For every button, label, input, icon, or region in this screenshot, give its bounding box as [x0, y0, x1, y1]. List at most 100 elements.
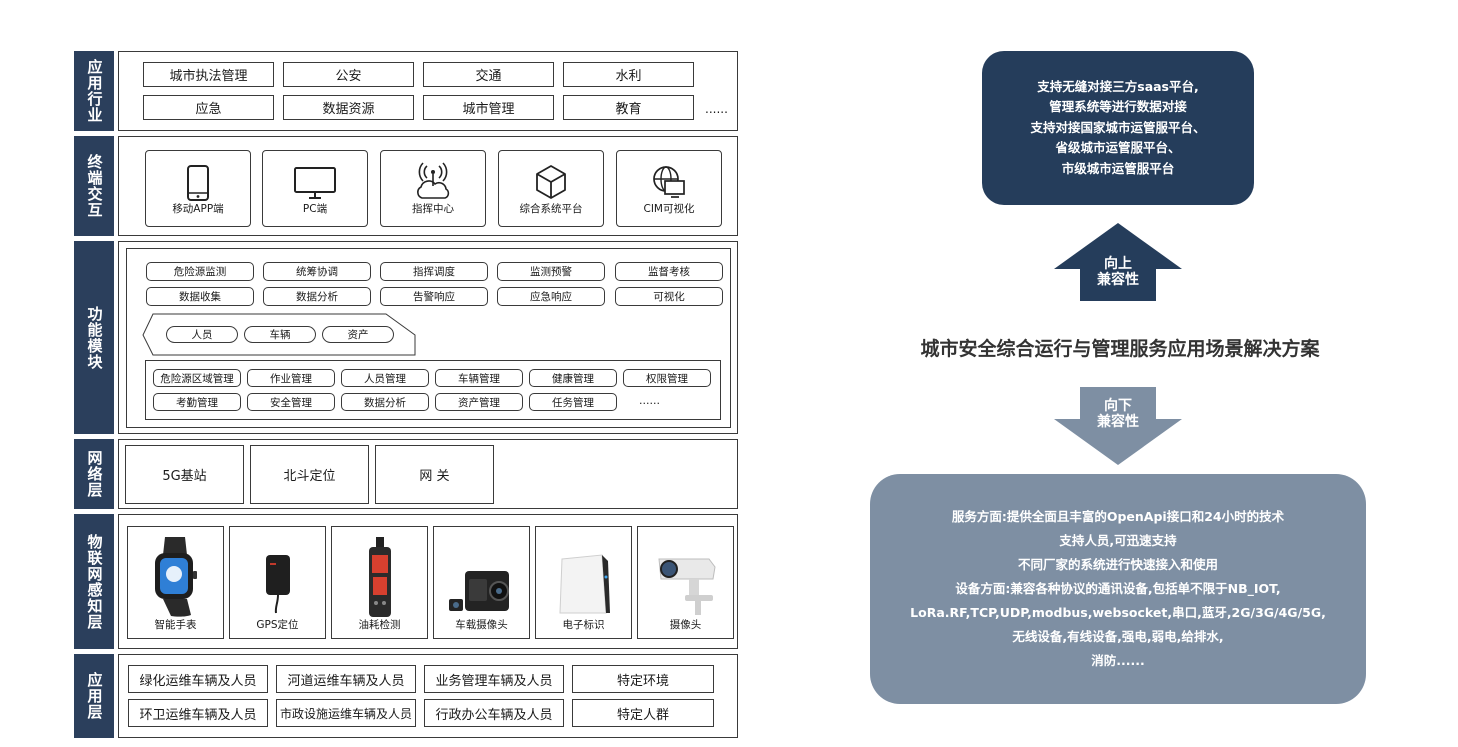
iot-card: 电子标识 — [535, 526, 632, 639]
cube-icon — [536, 165, 566, 199]
more-dots: ...... — [705, 102, 728, 116]
layer-label-function: 功能模块 — [74, 241, 114, 434]
management-item: 资产管理 — [435, 393, 523, 411]
terminal-label: 指挥中心 — [412, 203, 454, 215]
application-item: 行政办公车辆及人员 — [424, 699, 564, 727]
object-item: 车辆 — [244, 326, 316, 343]
top-box-line: 管理系统等进行数据对接 — [1049, 99, 1187, 115]
management-item: 任务管理 — [529, 393, 617, 411]
iot-card: 车载摄像头 — [433, 526, 530, 639]
solution-title: 城市安全综合运行与管理服务应用场景解决方案 — [920, 338, 1320, 360]
management-item: 车辆管理 — [435, 369, 523, 387]
function-item: 数据分析 — [263, 287, 371, 306]
bottom-box-line: 服务方面:提供全面且丰富的OpenApi接口和24小时的技术 — [951, 509, 1285, 524]
iot-label: 油耗检测 — [358, 619, 401, 631]
management-item: 权限管理 — [623, 369, 711, 387]
object-item: 人员 — [166, 326, 238, 343]
iot-body: 智能手表 GPS定位 油耗检测 — [118, 514, 738, 649]
industry-item: 应急 — [143, 95, 274, 120]
function-item: 应急响应 — [497, 287, 605, 306]
top-box-line: 市级城市运管服平台 — [1061, 160, 1175, 176]
management-item: 人员管理 — [341, 369, 429, 387]
application-item: 环卫运维车辆及人员 — [128, 699, 268, 727]
application-item: 特定环境 — [572, 665, 714, 693]
function-item: 监督考核 — [615, 262, 723, 281]
function-item: 可视化 — [615, 287, 723, 306]
layer-function: 功能模块 危险源监测 统筹协调 指挥调度 监测预警 监督考核 数据收集 数据分析… — [74, 241, 738, 434]
bottom-box-line: 支持人员,可迅速支持 — [1059, 533, 1177, 548]
iot-card: GPS定位 — [229, 526, 326, 639]
bottom-box-line: LoRa.RF,TCP,UDP,modbus,websocket,串口,蓝牙,2… — [910, 605, 1326, 620]
terminal-body: 移动APP端 PC端 指挥中心 — [118, 136, 738, 236]
iot-label: GPS定位 — [256, 619, 299, 631]
industry-item: 公安 — [283, 62, 414, 87]
function-body: 危险源监测 统筹协调 指挥调度 监测预警 监督考核 数据收集 数据分析 告警响应… — [118, 241, 738, 434]
terminal-card: 指挥中心 — [380, 150, 486, 227]
bottom-box-line: 不同厂家的系统进行快速接入和使用 — [1017, 557, 1218, 572]
iot-card: 油耗检测 — [331, 526, 428, 639]
layer-network: 网络层 5G基站 北斗定位 网 关 — [74, 439, 738, 509]
industry-item: 水利 — [563, 62, 694, 87]
function-item: 统筹协调 — [263, 262, 371, 281]
layer-label-iot: 物联网感知层 — [74, 514, 114, 649]
management-item: 考勤管理 — [153, 393, 241, 411]
terminal-label: CIM可视化 — [643, 203, 695, 215]
layer-terminal: 终端交互 移动APP端 PC端 — [74, 136, 738, 236]
mobile-phone-icon — [187, 165, 209, 201]
layer-label-application: 应用层 — [74, 654, 114, 738]
function-item: 告警响应 — [380, 287, 488, 306]
iot-label: 智能手表 — [154, 619, 197, 631]
industry-item: 城市执法管理 — [143, 62, 274, 87]
down-arrow-label: 向下 兼容性 — [1097, 398, 1139, 430]
gps-tracker-icon — [265, 555, 290, 614]
layer-label-terminal: 终端交互 — [74, 136, 114, 236]
globe-screen-icon — [653, 166, 685, 198]
more-dots: ...... — [639, 394, 660, 407]
rfid-tag-icon — [558, 554, 610, 614]
function-item: 危险源监测 — [146, 262, 254, 281]
upward-compatibility-box: 支持无缝对接三方saas平台, 管理系统等进行数据对接 支持对接国家城市运管服平… — [982, 51, 1254, 205]
terminal-card: 移动APP端 — [145, 150, 251, 227]
management-item: 数据分析 — [341, 393, 429, 411]
industry-item: 城市管理 — [423, 95, 554, 120]
management-item: 危险源区域管理 — [153, 369, 241, 387]
network-body: 5G基站 北斗定位 网 关 — [118, 439, 738, 509]
industry-item: 交通 — [423, 62, 554, 87]
monitor-icon — [294, 167, 336, 199]
function-item: 数据收集 — [146, 287, 254, 306]
cctv-camera-icon — [657, 558, 716, 615]
application-item: 特定人群 — [572, 699, 714, 727]
top-box-line: 支持无缝对接三方saas平台, — [1037, 78, 1199, 94]
function-item: 指挥调度 — [380, 262, 488, 281]
iot-label: 车载摄像头 — [455, 619, 508, 631]
application-item: 业务管理车辆及人员 — [424, 665, 564, 693]
fuel-detector-icon — [368, 537, 391, 617]
top-box-line: 省级城市运管服平台、 — [1055, 140, 1181, 156]
application-item: 绿化运维车辆及人员 — [128, 665, 268, 693]
terminal-label: PC端 — [302, 203, 328, 215]
object-item: 资产 — [322, 326, 394, 343]
network-item: 北斗定位 — [250, 445, 369, 504]
terminal-card: CIM可视化 — [616, 150, 722, 227]
application-item: 市政设施运维车辆及人员 — [276, 699, 416, 727]
layer-application: 应用层 绿化运维车辆及人员 河道运维车辆及人员 业务管理车辆及人员 特定环境 环… — [74, 654, 738, 738]
layer-label-network: 网络层 — [74, 439, 114, 509]
bottom-box-line: 设备方面:兼容各种协议的通讯设备,包括单不限于NB_IOT, — [955, 581, 1281, 596]
bottom-box-line: 消防...... — [1091, 653, 1145, 668]
down-arrow-icon — [1054, 387, 1182, 465]
iot-label: 电子标识 — [562, 619, 605, 631]
industry-item: 数据资源 — [283, 95, 414, 120]
up-arrow-label: 向上 兼容性 — [1097, 256, 1139, 288]
network-item: 5G基站 — [125, 445, 244, 504]
terminal-label: 综合系统平台 — [519, 203, 583, 215]
up-arrow-icon — [1054, 223, 1182, 301]
iot-label: 摄像头 — [669, 619, 702, 631]
terminal-label: 移动APP端 — [172, 203, 224, 215]
layer-iot: 物联网感知层 智能手表 GPS定位 — [74, 514, 738, 649]
terminal-card: PC端 — [262, 150, 368, 227]
smart-watch-icon — [154, 537, 197, 617]
network-item: 网 关 — [375, 445, 494, 504]
application-industry-body: 城市执法管理 公安 交通 水利 应急 数据资源 城市管理 教育 ...... — [118, 51, 738, 131]
bottom-box-line: 无线设备,有线设备,强电,弱电,给排水, — [1012, 629, 1224, 644]
management-item: 安全管理 — [247, 393, 335, 411]
